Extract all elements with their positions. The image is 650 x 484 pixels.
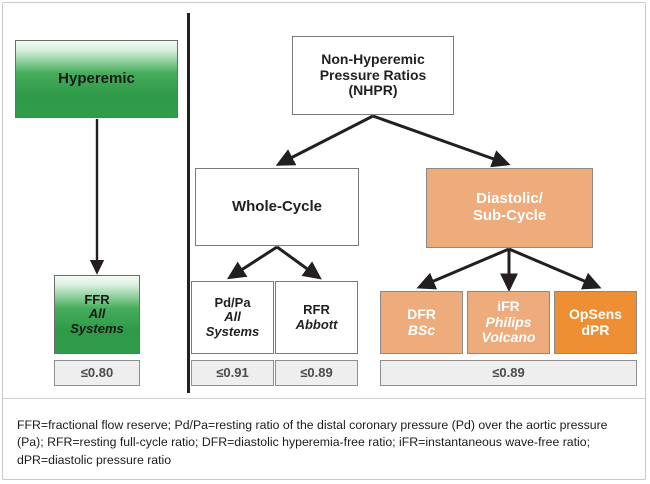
node-ifr: iFR Philips Volcano — [467, 291, 550, 354]
node-rfr-vendor: Abbott — [295, 316, 338, 332]
node-pdpa-name: Pd/Pa — [214, 294, 251, 310]
node-opsens-name: OpSens — [569, 305, 622, 322]
node-opsens-vendor: dPR — [581, 321, 610, 338]
node-hyperemic: Hyperemic — [15, 40, 178, 118]
node-nhpr: Non-Hyperemic Pressure Ratios (NHPR) — [292, 36, 454, 115]
node-ffr-vendor-2: Systems — [70, 320, 124, 336]
node-nhpr-line-1: Non-Hyperemic — [321, 50, 425, 67]
node-ffr-vendor: All — [88, 306, 106, 322]
arrow-diastolic-to-dfr — [416, 247, 510, 290]
node-hyperemic-label: Hyperemic — [58, 69, 135, 87]
node-diastolic-sub-cycle: Diastolic/ Sub-Cycle — [426, 168, 593, 248]
node-rfr-name: RFR — [303, 301, 330, 317]
threshold-pdpa-value: ≤0.91 — [216, 364, 249, 380]
node-diastolic-label-line-1: Diastolic/ — [476, 190, 543, 208]
threshold-rfr-value: ≤0.89 — [300, 364, 333, 380]
vertical-divider — [187, 13, 190, 393]
node-nhpr-line-2: Pressure Ratios — [319, 66, 427, 83]
figure-frame — [2, 2, 646, 480]
node-dfr-vendor: BSc — [407, 321, 436, 338]
node-dfr: DFR BSc — [380, 291, 463, 354]
threshold-ffr: ≤0.80 — [54, 360, 140, 386]
node-rfr: RFR Abbott — [275, 281, 358, 354]
node-ifr-vendor-2: Volcano — [481, 329, 536, 346]
node-whole-cycle: Whole-Cycle — [195, 168, 359, 246]
threshold-pdpa: ≤0.91 — [191, 360, 274, 386]
arrow-diastolic-to-opsens — [508, 247, 602, 290]
figure-footnote-text: FFR=fractional flow reserve; Pd/Pa=resti… — [17, 418, 608, 467]
node-diastolic-label-line-2: Sub-Cycle — [472, 207, 547, 224]
arrow-whole-cycle-to-pdpa — [226, 245, 278, 280]
arrow-whole-cycle-to-rfr — [276, 245, 322, 280]
diagram-area: Hyperemic FFR All Systems ≤0.80 Non-Hype… — [3, 3, 645, 396]
node-ifr-vendor: Philips — [485, 313, 532, 330]
node-pdpa: Pd/Pa All Systems — [191, 281, 274, 354]
threshold-diastolic: ≤0.89 — [380, 360, 637, 386]
node-opsens: OpSens dPR — [554, 291, 637, 354]
node-ffr: FFR All Systems — [54, 275, 140, 354]
threshold-ffr-value: ≤0.80 — [80, 364, 114, 380]
node-pdpa-vendor: All — [224, 309, 241, 325]
node-ffr-name: FFR — [84, 291, 110, 307]
node-ifr-name: iFR — [497, 297, 520, 314]
node-whole-cycle-label: Whole-Cycle — [231, 197, 322, 215]
node-pdpa-vendor-2: Systems — [205, 323, 260, 339]
threshold-diastolic-value: ≤0.89 — [492, 364, 525, 380]
arrow-nhpr-to-whole-cycle — [275, 114, 374, 166]
node-nhpr-line-3: (NHPR) — [348, 82, 398, 99]
figure-footnote: FFR=fractional flow reserve; Pd/Pa=resti… — [3, 398, 645, 478]
threshold-rfr: ≤0.89 — [275, 360, 358, 386]
node-dfr-name: DFR — [407, 305, 436, 322]
arrow-nhpr-to-diastolic — [372, 114, 511, 168]
